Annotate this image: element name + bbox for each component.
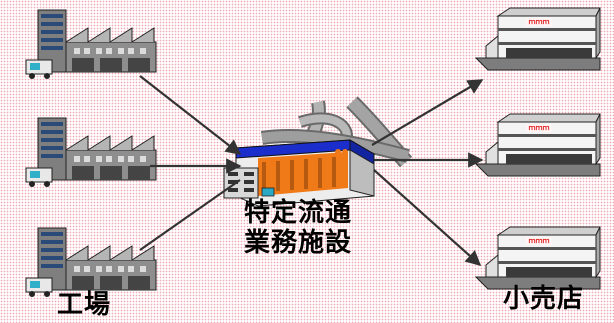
- factory-icon: [25, 117, 157, 188]
- distribution-center-label-line2: 業務施設: [244, 228, 353, 258]
- distribution-center-label: 特定流通 業務施設: [244, 198, 352, 258]
- store-label: 小売店: [503, 284, 585, 314]
- store-sign: ｍｍｍ: [529, 124, 550, 132]
- factory-icon: [25, 227, 157, 298]
- arrow-store-top: [371, 79, 484, 146]
- store-sign: ｍｍｍ: [529, 18, 550, 26]
- store-sign: ｍｍｍ: [529, 237, 550, 245]
- factory-label: 工場: [57, 290, 112, 320]
- arrow-factory-bottom: [139, 179, 241, 251]
- factory-icon: [25, 9, 157, 80]
- flow-arrows: [139, 75, 484, 267]
- arrow-store-bottom: [373, 169, 482, 267]
- distribution-center-icon: [223, 139, 375, 207]
- distribution-center-label-line1: 特定流通: [244, 198, 353, 228]
- arrow-factory-top: [139, 75, 242, 155]
